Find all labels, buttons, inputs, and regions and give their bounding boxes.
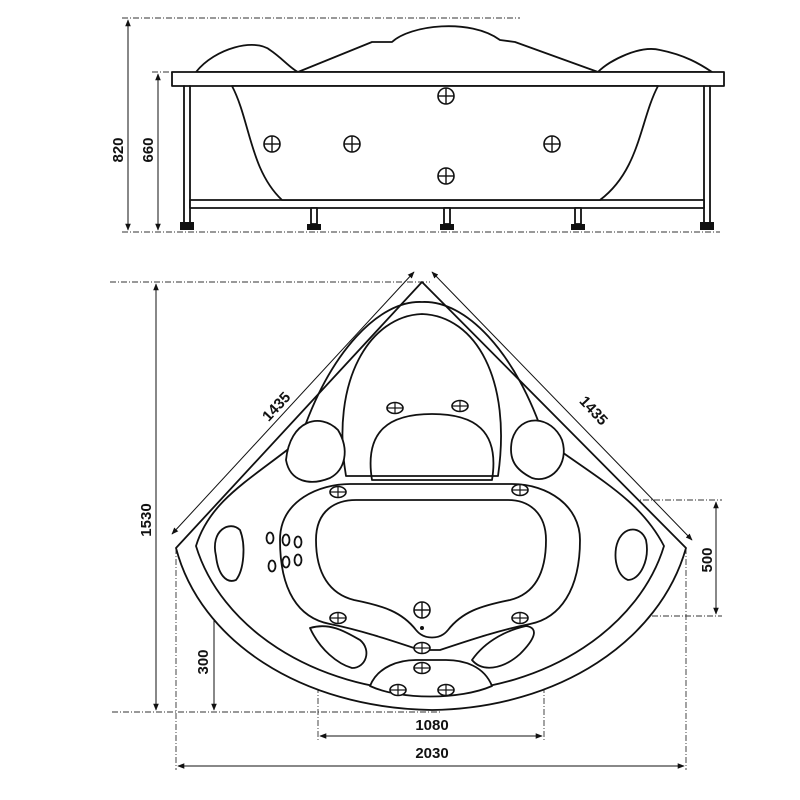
top-basin-inner — [315, 499, 547, 639]
front-rim — [171, 71, 725, 87]
top-left-side-headrest — [214, 525, 245, 582]
front-view: 820 660 — [110, 17, 725, 233]
top-right-side-headrest — [614, 528, 648, 581]
dim-label-1435-right: 1435 — [576, 393, 611, 429]
top-jet-bottom-left — [389, 683, 407, 697]
top-basin-outer — [279, 483, 581, 651]
front-jet-top-center — [437, 87, 455, 105]
front-support-feet — [180, 207, 714, 230]
front-center-raised-panel — [297, 25, 599, 73]
dim-label-500: 500 — [699, 547, 716, 572]
top-jet-headrest-left — [386, 401, 404, 415]
front-jet-bottom-center — [437, 167, 455, 185]
top-bottom-seat — [369, 659, 493, 698]
dim-line-1435-right — [431, 271, 693, 541]
dim-label-300: 300 — [195, 649, 212, 674]
top-left-footwell — [309, 625, 368, 669]
top-right-footwell — [471, 625, 535, 669]
top-jet-drain — [413, 601, 431, 619]
dim-label-820: 820 — [110, 137, 127, 162]
top-jet-seat-upper — [413, 641, 431, 655]
front-jet-right — [543, 135, 561, 153]
front-jet-left-outer — [263, 135, 281, 153]
front-left-hump — [195, 44, 299, 73]
top-jet-seat-lower — [413, 661, 431, 675]
dim-label-1530: 1530 — [138, 503, 155, 536]
top-jet-bottom-right — [437, 683, 455, 697]
top-headrest-inner — [369, 413, 495, 481]
top-jet-basin-top-right — [511, 483, 529, 497]
dim-label-660: 660 — [140, 137, 157, 162]
top-headrest-outer — [341, 313, 502, 477]
top-jet-basin-bottom-right — [511, 611, 529, 625]
front-frame-crossbar — [189, 199, 705, 209]
top-drain-dot — [420, 626, 424, 630]
top-jet-basin-bottom-left — [329, 611, 347, 625]
dim-label-1080: 1080 — [415, 717, 448, 734]
top-left-armrest — [285, 420, 346, 483]
dim-line-1435-left — [171, 271, 415, 535]
top-view: 1530 300 500 1080 2030 1435 1435 — [110, 271, 722, 770]
top-jet-headrest-right — [451, 399, 469, 413]
top-jet-basin-top-left — [329, 485, 347, 499]
top-right-armrest — [510, 419, 565, 480]
front-tub-body — [231, 85, 659, 201]
front-jet-left-inner — [343, 135, 361, 153]
front-right-hump — [597, 48, 713, 73]
dim-label-2030: 2030 — [415, 745, 448, 762]
top-back-jets-cluster — [265, 531, 303, 573]
